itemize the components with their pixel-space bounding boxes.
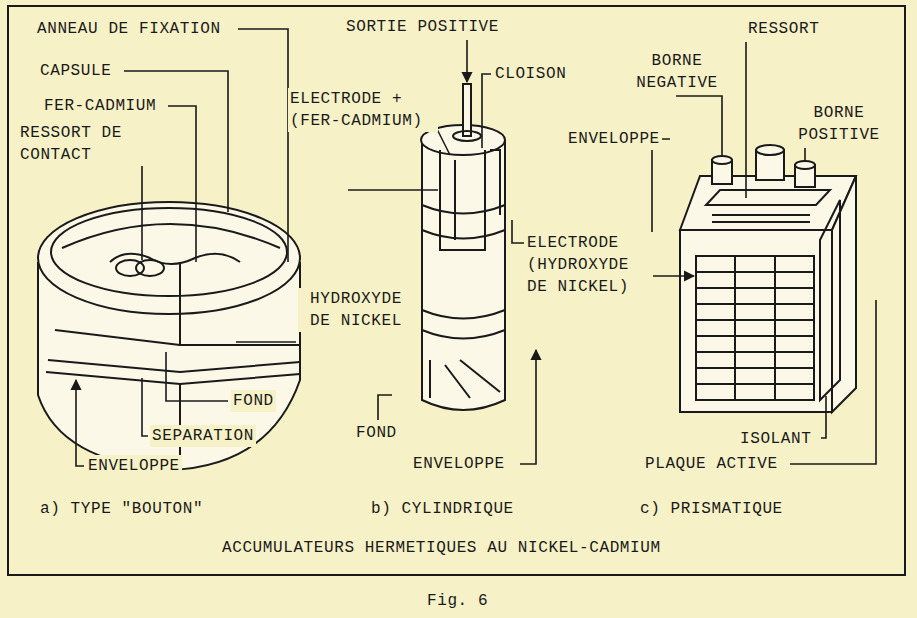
part-label: ENVELOPPE [86, 455, 182, 477]
part-label: BORNE NEGATIVE [620, 50, 734, 94]
part-label: FOND [354, 422, 399, 444]
part-label: SEPARATION [150, 425, 256, 447]
button-cell [38, 202, 300, 470]
figure-caption: Fig. 6 [425, 590, 490, 612]
part-label: ENVELOPPE [566, 128, 662, 150]
frame [8, 6, 905, 575]
cylindrical-cell [421, 84, 505, 410]
part-label: CLOISON [493, 63, 568, 85]
figure-title: ACCUMULATEURS HERMETIQUES AU NICKEL-CADM… [220, 537, 663, 559]
sub-caption: c) PRISMATIQUE [638, 498, 785, 520]
part-label: ENVELOPPE [411, 453, 507, 475]
part-label: BORNE POSITIVE [782, 102, 896, 146]
part-label: CAPSULE [38, 60, 113, 82]
part-label: ELECTRODE (HYDROXYDE DE NICKEL) [525, 232, 653, 298]
part-label: FER-CADMIUM [42, 95, 158, 117]
part-label: ELECTRODE + (FER-CADMIUM) [288, 88, 438, 132]
part-label: RESSORT [746, 18, 821, 40]
part-label: ISOLANT [738, 428, 813, 450]
part-label: RESSORT DE CONTACT [18, 122, 144, 166]
part-label: SORTIE POSITIVE [344, 16, 501, 38]
part-label: PLAQUE ACTIVE [643, 453, 780, 475]
part-label: FOND [231, 390, 276, 412]
prismatic-cell [680, 145, 856, 412]
sub-caption: b) CYLINDRIQUE [369, 498, 516, 520]
leader-lines [76, 29, 876, 466]
sub-caption: a) TYPE "BOUTON" [38, 498, 205, 520]
part-label: HYDROXYDE DE NICKEL [298, 288, 414, 332]
part-label: ANNEAU DE FIXATION [35, 18, 223, 40]
